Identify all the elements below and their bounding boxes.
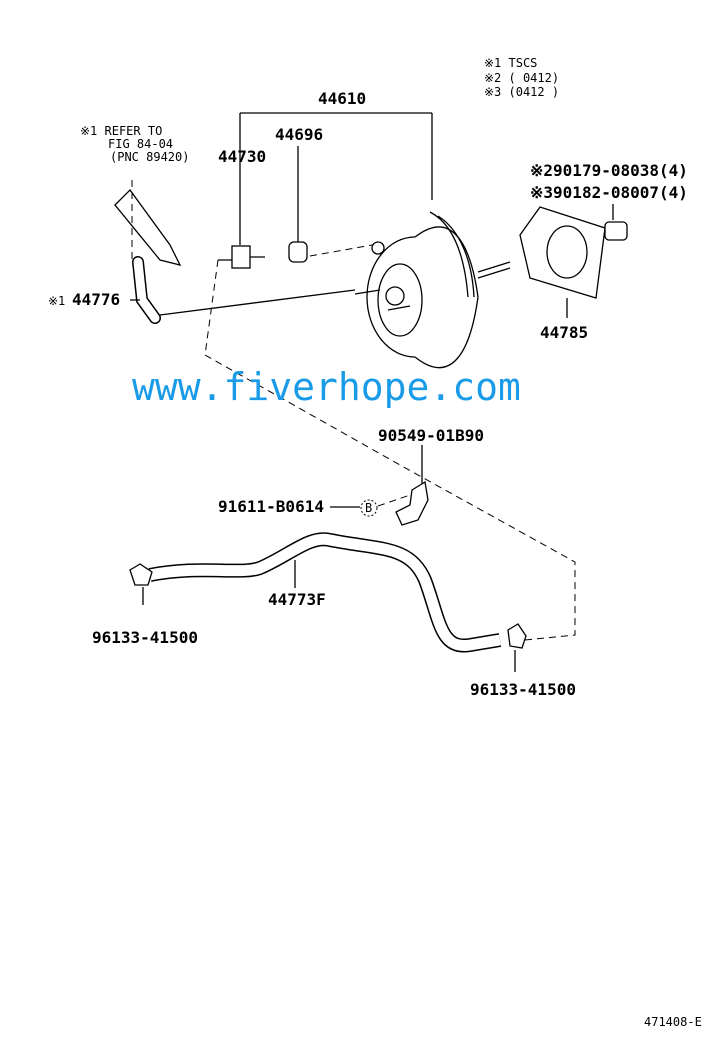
refer-line-3: (PNC 89420) (110, 150, 189, 164)
legend-line-3: ※3 (0412 ) (484, 85, 559, 99)
clamp[interactable] (395, 480, 429, 526)
refer-line-2: FIG 84-04 (108, 137, 173, 151)
part-label-44730[interactable]: 44730 (218, 147, 266, 166)
part-mark-44776: ※1 (48, 294, 65, 308)
leader-44776 (130, 289, 356, 316)
refer-line-1: ※1 REFER TO (80, 124, 162, 138)
part-label-44785[interactable]: 44785 (540, 323, 588, 342)
part-label-clip-right[interactable]: 96133-41500 (470, 680, 576, 699)
part-label-44696[interactable]: 44696 (275, 125, 323, 144)
dashed-line (309, 244, 373, 257)
brake-booster[interactable] (354, 211, 511, 369)
marker-b: B (365, 501, 372, 515)
part-label-bolt-b[interactable]: ※390182-08007(4) (530, 183, 688, 202)
leader-44610 (239, 112, 433, 245)
vacuum-hose-44773f[interactable] (148, 532, 502, 653)
grommet[interactable] (288, 241, 308, 263)
part-label-44610[interactable]: 44610 (318, 89, 366, 108)
legend-line-2: ※2 ( 0412) (484, 71, 559, 85)
part-label-44773f[interactable]: 44773F (268, 590, 326, 609)
part-label-44776[interactable]: 44776 (72, 290, 120, 309)
legend-line-1: ※1 TSCS (484, 56, 537, 70)
check-valve[interactable] (218, 245, 265, 269)
watermark: www.fiverhope.com (132, 365, 521, 409)
marker-b-circle (360, 499, 378, 517)
figure-code: 471408-E (644, 1015, 702, 1029)
gasket[interactable] (519, 206, 606, 299)
dashed-line (377, 494, 411, 507)
part-label-clip-left[interactable]: 96133-41500 (92, 628, 198, 647)
bracket-part[interactable] (114, 189, 182, 266)
bolt[interactable] (604, 221, 628, 241)
hose-44776[interactable] (132, 256, 161, 324)
part-label-90549[interactable]: 90549-01B90 (378, 426, 484, 445)
part-label-bolt-a[interactable]: ※290179-08038(4) (530, 161, 688, 180)
hose-clip-left[interactable] (129, 563, 153, 586)
hose-clip-right[interactable] (507, 623, 527, 649)
part-label-91611[interactable]: 91611-B0614 (218, 497, 324, 516)
dashed-route (204, 259, 576, 641)
